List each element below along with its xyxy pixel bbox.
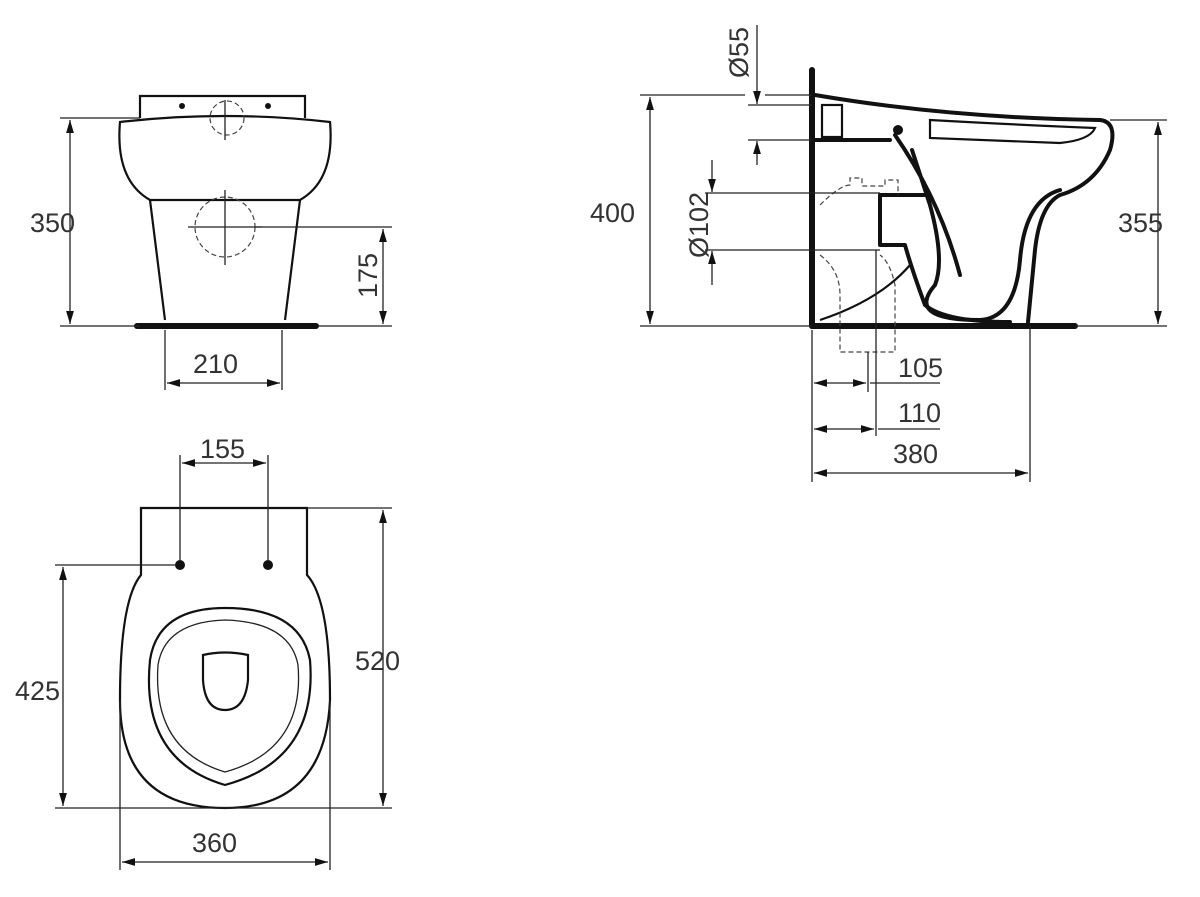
- inlet-circle: [209, 100, 245, 136]
- dim-350: 350: [30, 208, 75, 238]
- pedestal: [148, 199, 302, 321]
- extension-lines: [225, 507, 392, 809]
- extension-lines: [640, 94, 812, 327]
- fixing-hole-left: [179, 103, 185, 109]
- bowl-side-outer: [813, 93, 1115, 324]
- outlet-opening: [201, 651, 250, 712]
- fixing-hole-right: [263, 560, 273, 570]
- fixing-hole-right: [265, 103, 271, 109]
- dim-175: 175: [353, 253, 383, 298]
- seat-outline: [147, 606, 312, 787]
- inlet-connector: [820, 103, 844, 139]
- dim-155: 155: [200, 434, 245, 464]
- top-view: 155 425 520 360: [15, 434, 400, 870]
- cistern-top: [138, 94, 307, 118]
- extension-lines: [179, 455, 269, 560]
- dim-380: 380: [893, 439, 938, 469]
- bowl-front: [118, 114, 332, 202]
- dim-400: 400: [590, 198, 635, 228]
- extension-lines: [705, 192, 880, 251]
- seat-inner-outline: [156, 619, 300, 773]
- outlet-pipe: [878, 193, 1012, 324]
- dim-diameter-55: Ø55: [724, 27, 754, 78]
- front-view: 350 175 210: [30, 94, 392, 390]
- pedestal-curve: [819, 264, 911, 322]
- seat-side: [928, 118, 1097, 145]
- seat-hinge: [893, 125, 903, 135]
- extension-lines: [1075, 119, 1167, 327]
- dim-210: 210: [193, 349, 238, 379]
- dim-425: 425: [15, 676, 60, 706]
- dim-355: 355: [1118, 208, 1163, 238]
- dim-105: 105: [898, 353, 943, 383]
- centerlines: [188, 100, 262, 265]
- bowl-outline-top: [118, 506, 332, 810]
- fixing-hole-left: [175, 560, 185, 570]
- extension-lines: [811, 250, 1031, 482]
- extension-lines: [255, 226, 392, 327]
- dim-diameter-102: Ø102: [684, 192, 714, 258]
- extension-lines: [55, 564, 225, 809]
- outlet-dashed-top: [819, 177, 899, 206]
- extension-lines: [60, 117, 140, 327]
- extension-lines: [164, 330, 283, 390]
- dim-110: 110: [898, 398, 941, 428]
- dim-520: 520: [355, 646, 400, 676]
- extension-lines: [748, 104, 812, 141]
- dim-360: 360: [192, 828, 237, 858]
- trap-inner: [813, 133, 1062, 322]
- side-view: 400 355 Ø55 Ø102 105 110 380: [590, 25, 1167, 482]
- extension-lines: [119, 700, 331, 870]
